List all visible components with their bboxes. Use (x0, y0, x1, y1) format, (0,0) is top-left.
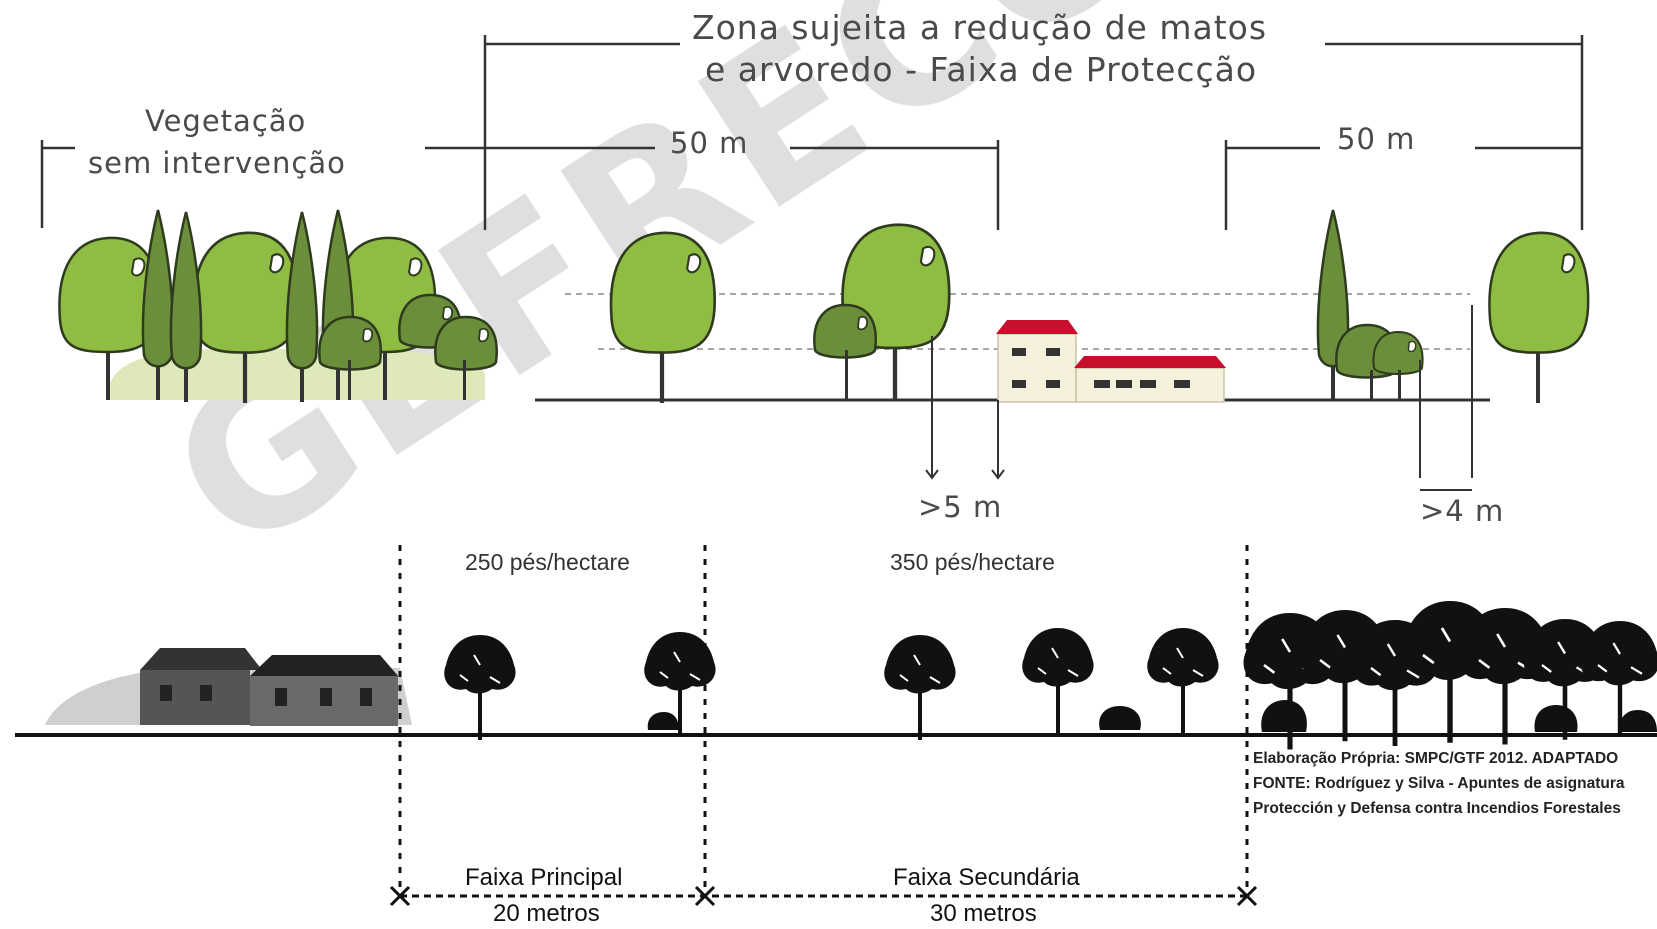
credit-line3: Protección y Defensa contra Incendios Fo… (1253, 800, 1621, 817)
source-credit: Elaboração Própria: SMPC/GTF 2012. ADAPT… (1253, 746, 1624, 821)
right-distance-label: 50 m (1337, 122, 1416, 156)
vegetation-label-line2: sem intervenção (88, 146, 346, 180)
top-dimension-lines (40, 35, 1584, 230)
density-secundaria-label: 350 pés/hectare (890, 549, 1055, 575)
faixa-dimension-line (389, 885, 1258, 907)
density-principal-label: 250 pés/hectare (465, 549, 630, 575)
faixa-principal-width: 20 metros (493, 900, 600, 927)
faixa-principal-label: Faixa Principal (465, 864, 623, 891)
faixa-secundaria-label: Faixa Secundária (893, 864, 1080, 891)
bottom-building-silhouette (45, 648, 412, 726)
crown-clearance-label: >5 m (918, 490, 1003, 524)
side-clearance-label: >4 m (1420, 494, 1505, 528)
vegetation-label-line1: Vegetação (145, 104, 307, 138)
thinned-tree-silhouettes (443, 627, 1220, 741)
credit-line2: FONTE: Rodríguez y Silva - Apuntes de as… (1253, 775, 1625, 792)
untouched-vegetation-cluster (58, 208, 499, 405)
zone-dividers (398, 545, 1249, 890)
managed-trees-right (1316, 208, 1590, 405)
managed-trees-left (609, 223, 951, 405)
dense-forest-silhouette (1242, 599, 1657, 751)
house-illustration (996, 320, 1226, 403)
clearance-markers (925, 305, 1473, 491)
left-distance-label: 50 m (670, 126, 749, 160)
zone-title-line2: e arvoredo - Faixa de Protecção (705, 50, 1258, 89)
zone-title-line1: Zona sujeita a redução de matos (692, 8, 1268, 47)
credit-line1: Elaboração Própria: SMPC/GTF 2012. ADAPT… (1253, 750, 1619, 767)
faixa-secundaria-width: 30 metros (930, 900, 1037, 927)
